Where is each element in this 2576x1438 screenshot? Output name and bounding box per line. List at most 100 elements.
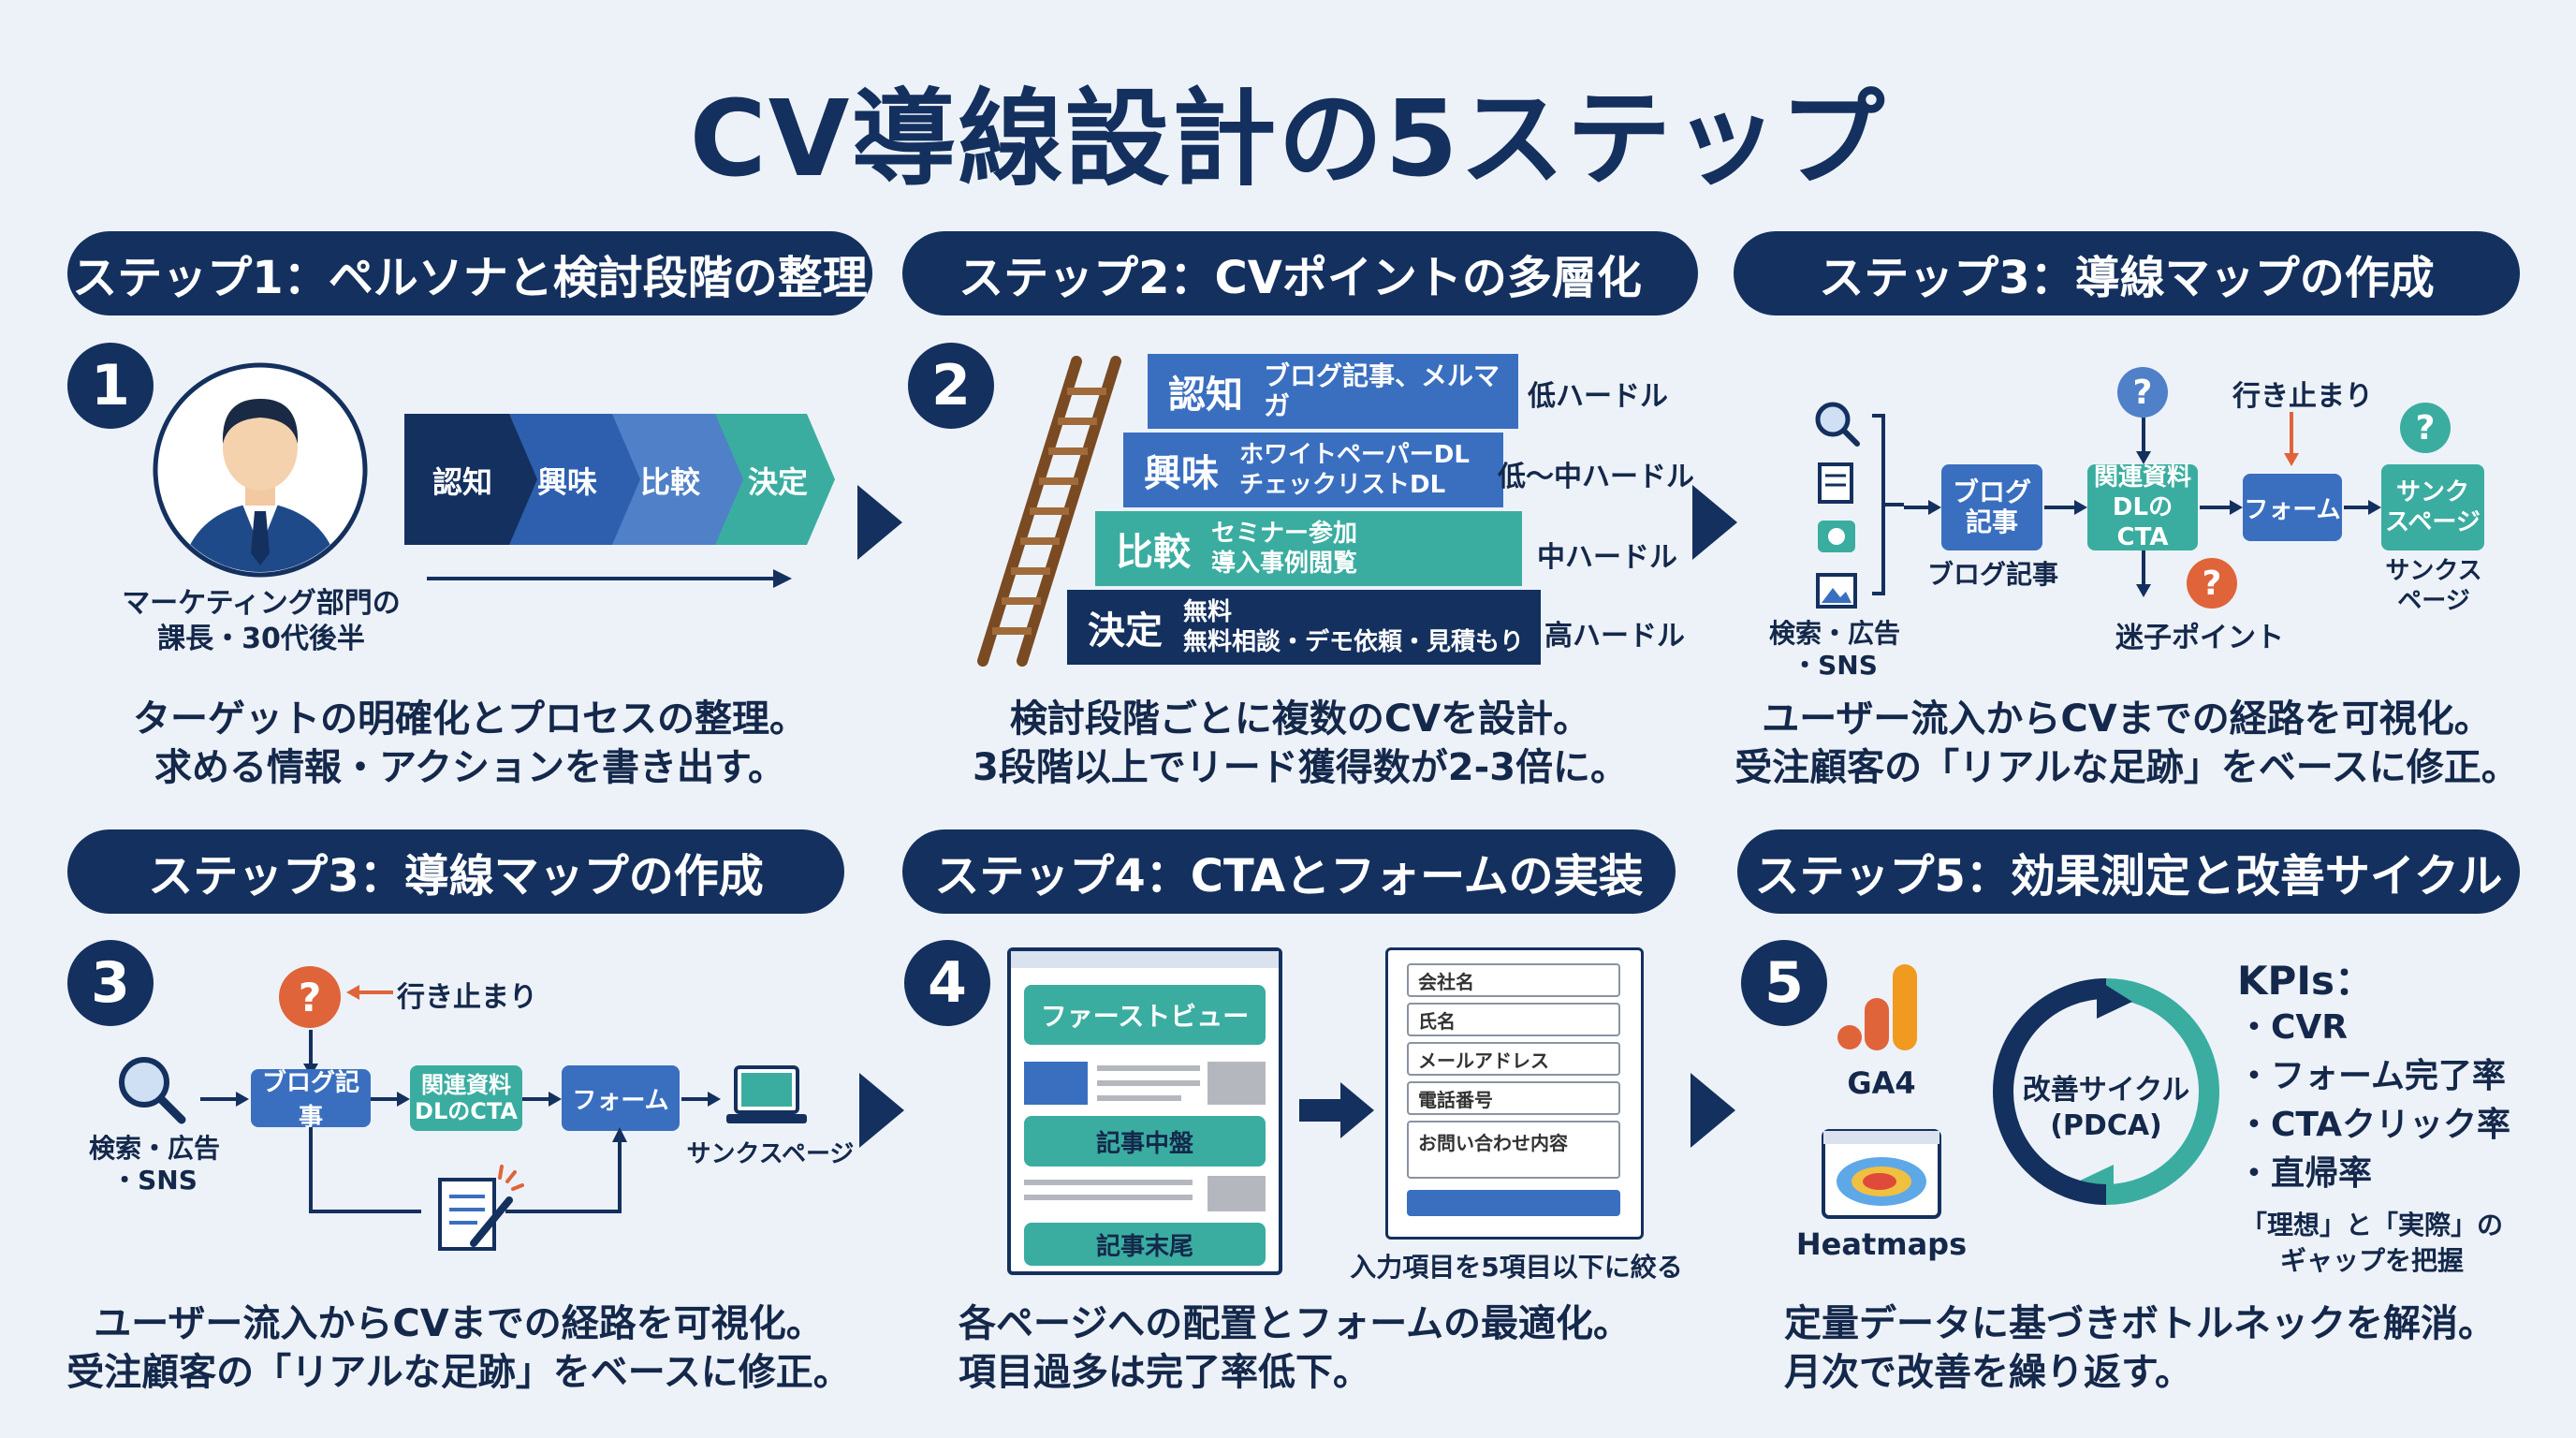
form-submit-button [1407,1190,1620,1216]
browser-bar [1011,951,1279,968]
level-label-1: 認知 [1168,374,1243,417]
level-text-4: 無料 無料相談・デモ依頼・見積もり [1183,598,1525,656]
ladder-icon [977,356,1121,667]
dead-end-question-icon: ? [279,966,341,1028]
thanks-label-2: サンクスページ [686,1140,855,1168]
step4-description: 各ページへの配置とフォームの最適化。 項目過多は完了率低下。 [959,1302,1631,1394]
arrow-down-2 [2136,550,2151,597]
form-caption: 入力項目を5項目以下に絞る [1350,1252,1683,1283]
arrow-to-form [2200,500,2243,515]
source-icons [1815,402,1904,609]
page-title: CV導線設計の5ステップ [689,79,1887,200]
map-thanks-box: サンク スページ [2381,464,2484,550]
level-band-3: 比較 セミナー参加 導入事例閲覧 [1095,511,1522,586]
pdca-label: 改善サイクル (PDCA) [2022,1074,2190,1142]
dead-end-arrow [2284,412,2299,466]
dead-end-arrow-2 [346,985,393,1000]
level-label-2: 興味 [1144,452,1219,495]
stage-1: 認知 [432,464,492,500]
level-band-4: 決定 無料 無料相談・デモ依頼・見積もり [1067,590,1541,665]
flow-arrow-4 [1690,1073,1735,1148]
hurdle-3: 中ハードル [1537,541,1677,574]
step5-number: 5 [1741,940,1827,1026]
step1-number: 1 [67,343,154,429]
kpi-title: KPIs： [2237,958,2374,1004]
search-icon [119,1057,186,1124]
level-text-1: ブログ記事、メルマガ [1264,360,1500,421]
hurdle-4: 高ハードル [1544,620,1685,653]
gap-note: 「理想」と「実際」の ギャップを把握 [2240,1210,2503,1276]
heatmaps-label: Heatmaps [1795,1226,1968,1262]
arrow-to-related-2 [371,1092,410,1107]
stage-chevrons [404,414,835,545]
step5-header: ステップ5：効果測定と改善サイクル [1737,829,2520,914]
map-related-box: 関連資料 DLのCTA [2087,463,2198,551]
dead-end-label-2: 行き止まり [397,981,537,1014]
stage-2: 興味 [536,464,597,500]
first-view-cta: ファーストビュー [1024,985,1266,1045]
blog-caption: ブログ記事 [1926,559,2058,590]
step3b-header: ステップ3：導線マップの作成 [67,829,844,914]
kpi-bounce: ・直帰率 [2237,1154,2373,1193]
page-to-form-arrow [1299,1082,1374,1138]
arrow-to-thanks-2 [681,1092,721,1107]
webpage-mock: ファーストビュー 記事中盤 記事末尾 [1007,947,1282,1275]
ga4-label: GA4 [1847,1065,1916,1101]
document-edit-icon [438,1165,524,1251]
kpi-form-completion: ・フォーム完了率 [2237,1057,2506,1095]
kpi-cta-click: ・CTAクリック率 [2237,1106,2511,1144]
level-text-3: セミナー参加 導入事例閲覧 [1211,520,1358,578]
end-article-cta: 記事末尾 [1024,1223,1266,1266]
form-field-inquiry: お問い合わせ内容 [1407,1121,1620,1179]
question-icon: ? [2117,367,2168,418]
lost-point-label: 迷子ポイント [2115,622,2284,654]
map-form-box-2: フォーム [562,1065,680,1131]
level-band-1: 認知 ブログ記事、メルマガ [1148,354,1518,429]
flow-arrow-2 [1692,485,1737,560]
source-label: 検索・広告 ・SNS [1768,618,1900,681]
lost-point-icon: ? [2187,558,2237,609]
stage-3: 比較 [639,464,700,500]
arrow-to-related [2044,500,2087,515]
mid-article-cta: 記事中盤 [1024,1116,1266,1167]
heatmap-icon [1822,1129,1941,1219]
level-label-3: 比較 [1116,531,1191,574]
form-field-phone: 電話番号 [1407,1081,1620,1115]
stage-4: 決定 [747,464,808,500]
arrow-to-blog [1904,500,1941,515]
ga4-icon [1837,964,1917,1050]
hurdle-1: 低ハードル [1528,380,1668,413]
source-label-2: 検索・広告 ・SNS [88,1133,220,1196]
form-field-email: メールアドレス [1407,1042,1620,1076]
level-band-2: 興味 ホワイトペーパーDL チェックリストDL [1123,433,1503,507]
step5-description: 定量データに基づきボトルネックを解消。 月次で改善を繰り返す。 [1784,1302,2496,1394]
step2-header: ステップ2：CVポイントの多層化 [902,231,1698,315]
persona-label: マーケティング部門の 課長・30代後半 [122,587,401,655]
thanks-question-icon: ? [2400,403,2451,453]
flow-arrow-3 [859,1073,904,1148]
form-field-name: 氏名 [1407,1003,1620,1036]
arrow-down-1 [2136,418,2151,464]
level-label-4: 決定 [1088,609,1163,653]
step4-header: ステップ4：CTAとフォームの実装 [902,829,1676,914]
thanks-caption: サンクス ページ [2385,557,2482,615]
arrow-to-blog-2 [200,1092,249,1107]
hurdle-2: 低〜中ハードル [1498,461,1694,493]
dead-end-label: 行き止まり [2232,380,2373,413]
loop-path [309,1127,627,1213]
step3b-number: 3 [67,940,154,1026]
step3b-description: ユーザー流入からCVまでの経路を可視化。 受注顧客の「リアルな足跡」をベースに修… [66,1302,851,1394]
map-related-box-2: 関連資料 DLのCTA [410,1065,522,1131]
step3-header: ステップ3：導線マップの作成 [1734,231,2520,315]
process-arrow [427,569,792,588]
flow-arrow-1 [857,485,902,560]
step4-number: 4 [904,940,990,1026]
step1-header: ステップ1：ペルソナと検討段階の整理 [67,231,872,315]
kpi-cvr: ・CVR [2237,1008,2349,1047]
step2-description: 検討段階ごとに複数のCVを設計。 3段階以上でリード獲得数が2-3倍に。 [972,697,1629,789]
level-text-2: ホワイトペーパーDL チェックリストDL [1239,441,1470,499]
arrow-to-thanks [2344,500,2381,515]
kpi-list: ・CVR ・フォーム完了率 ・CTAクリック率 ・直帰率 [2237,1004,2510,1198]
laptop-icon [726,1065,807,1123]
map-blog-box-2: ブログ記事 [251,1069,371,1132]
